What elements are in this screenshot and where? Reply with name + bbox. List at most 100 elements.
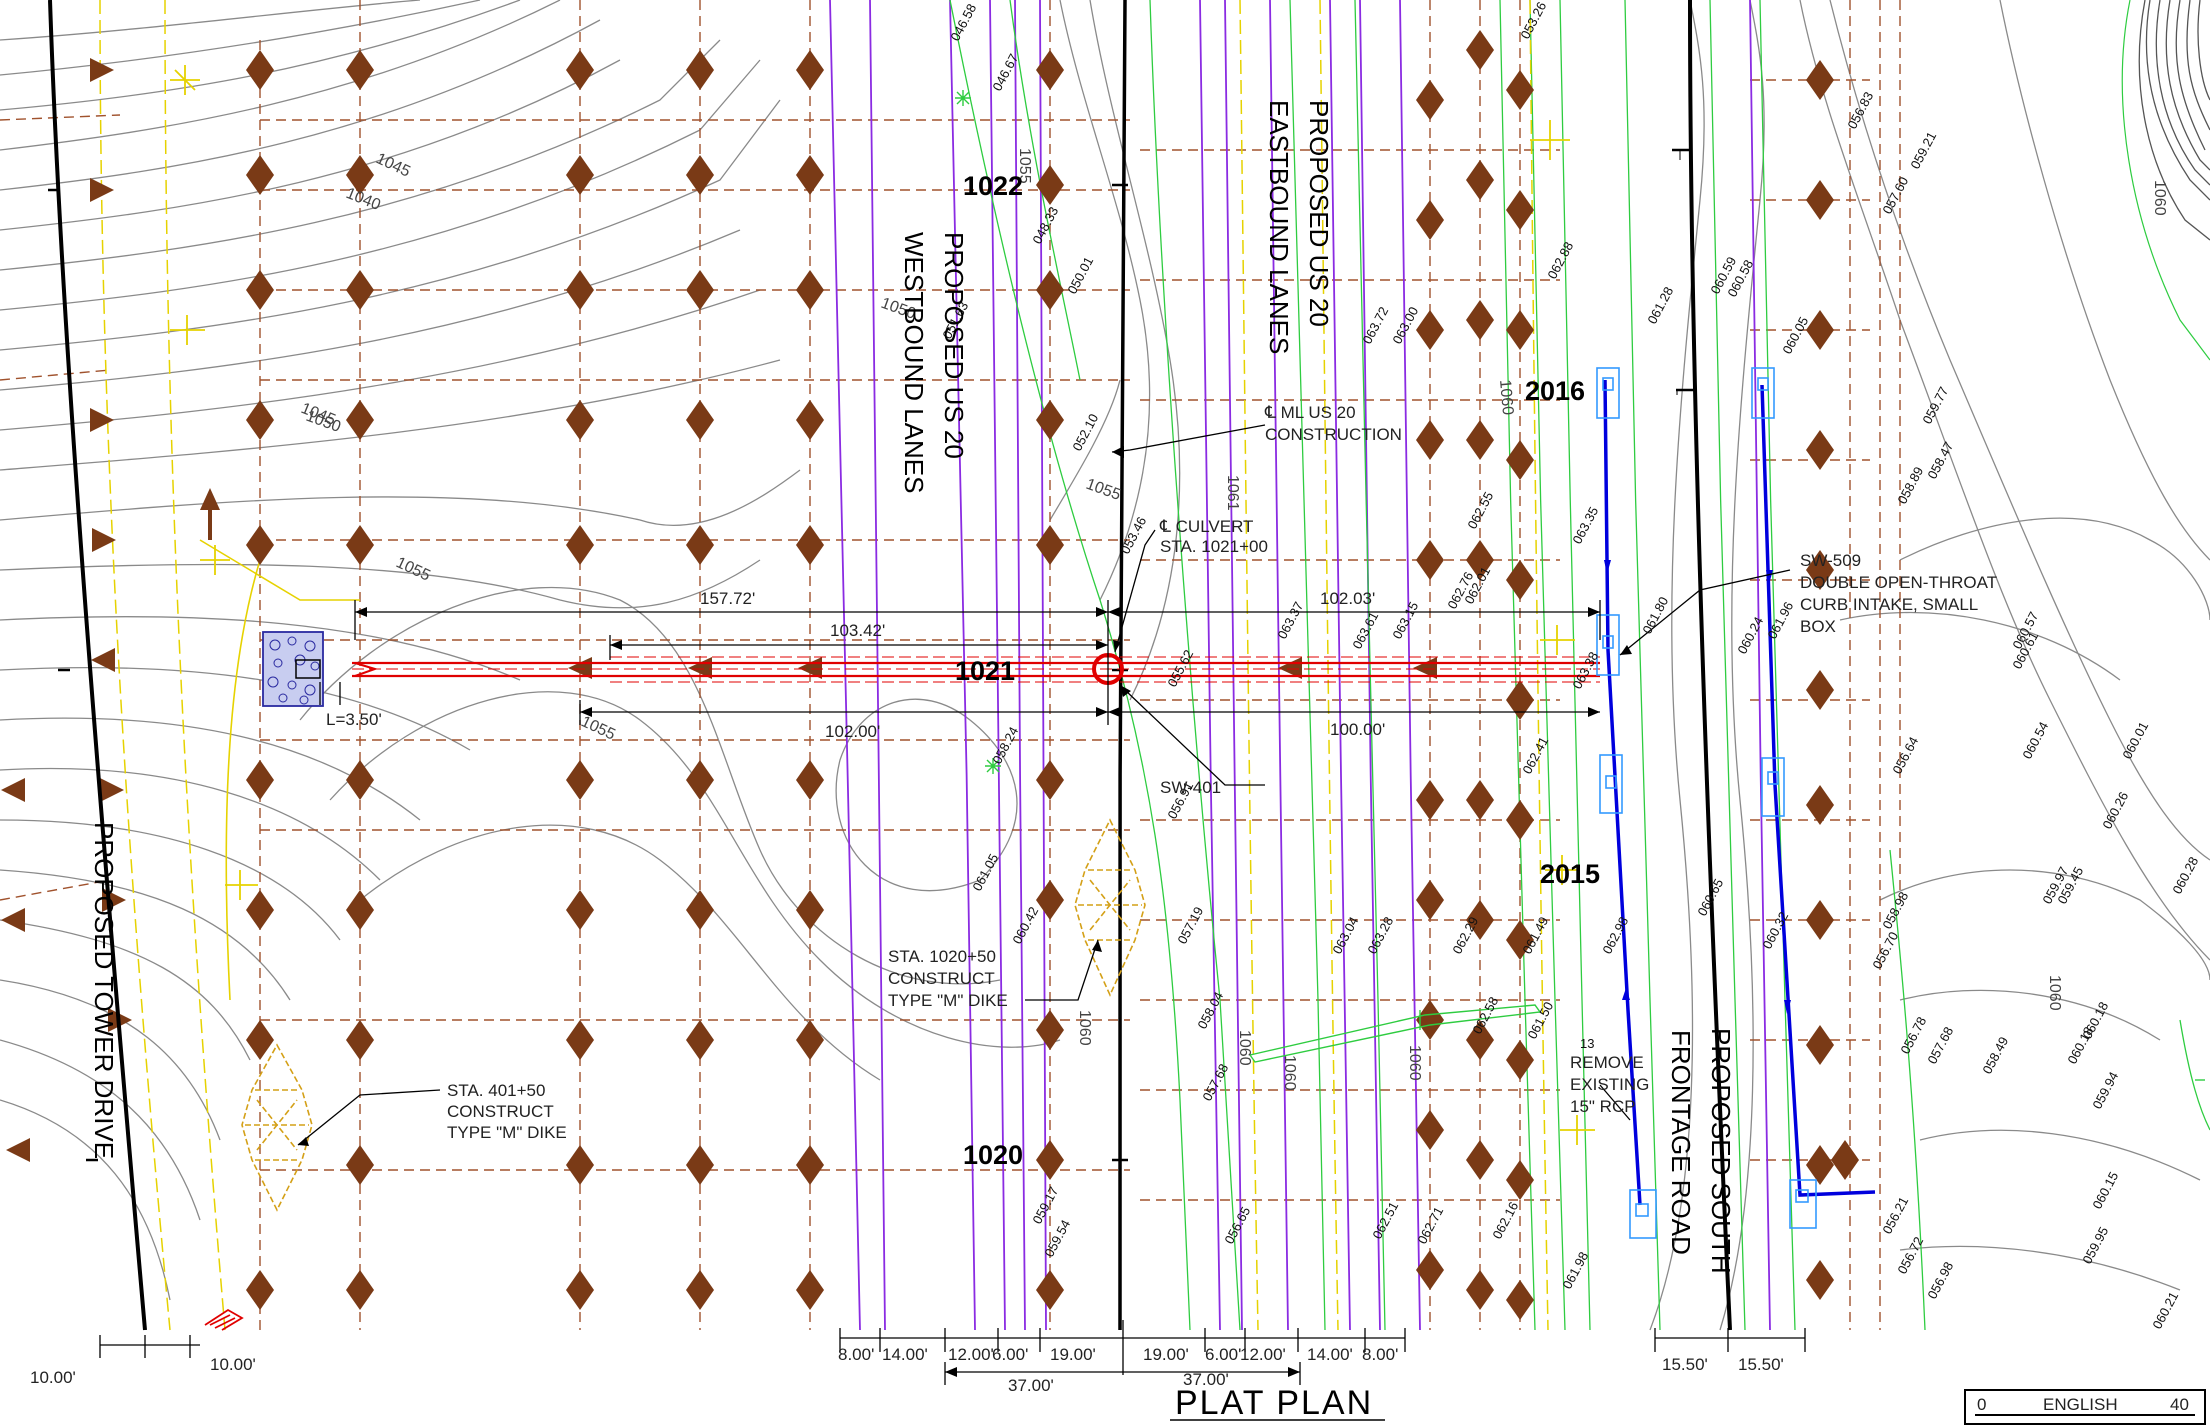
spot-elevation: 060.21 [2149,1289,2181,1331]
spot-elevation: 059.95 [2079,1224,2111,1266]
spot-elevation: 059.21 [1907,129,1939,171]
spot-elevation: 059.94 [2089,1069,2121,1111]
limit-triangle [566,400,594,440]
limit-triangle [1416,1000,1444,1040]
dike-401-label-3: TYPE "M" DIKE [447,1123,567,1142]
remove-rcp-label-3: 15" RCP [1570,1097,1636,1116]
limit-triangle [6,1138,30,1162]
limit-triangle [1506,1040,1534,1080]
spot-elevation: 056.98 [1924,1259,1956,1301]
contour-label: 1060 [2151,180,2168,216]
riprap-pad [262,631,324,707]
station-2016: 2016 [1525,376,1585,406]
spot-elevation: 062.29 [1449,914,1481,956]
tower-drive-label: PROPOSED TOWER DRIVE [89,822,119,1159]
spot-elevation: 061.28 [1644,284,1676,326]
spot-elevation: 057.60 [1879,174,1911,216]
limit-triangle [1416,540,1444,580]
contour-label: 1060 [2046,975,2063,1011]
dim-100-00: 100.00' [1330,720,1385,739]
spot-elevation: 058.24 [989,724,1021,766]
limit-triangle [686,890,714,930]
red-hatch [204,1308,244,1331]
spot-elevation: 063.37 [1274,599,1306,641]
spot-elevation: 056.64 [1889,734,1921,776]
sw509-label-2: DOUBLE OPEN-THROAT [1800,573,1997,592]
limit-triangle [566,50,594,90]
limit-triangle [90,58,114,82]
dim-frontage-right: 15.50' [1738,1355,1784,1374]
frontage-road-label-2: FRONTAGE ROAD [1666,1030,1696,1255]
wb-road-label-2: WESTBOUND LANES [899,232,929,494]
spot-elevation: 061.05 [969,851,1001,893]
centerlines [48,0,1732,1331]
existing-contours [0,0,2210,1331]
spot-elevation: 057.68 [1924,1024,1956,1066]
spot-elevation: 053.26 [1517,0,1549,41]
limit-triangle [346,1020,374,1060]
contour-label: 1045 [373,150,413,180]
limit-triangle [1806,60,1834,100]
contour-label: 1055 [393,554,433,584]
spot-elevation: 060.24 [1734,614,1766,656]
dim-tower-right: 10.00' [210,1355,256,1374]
limit-triangle [1831,1140,1859,1180]
limit-triangle [1036,50,1064,90]
limit-triangle [1416,1250,1444,1290]
dim-left-12: 12.00' [948,1345,994,1364]
spot-elevation: 059.17 [1029,1184,1061,1226]
limit-triangle [1,778,25,802]
spot-elevation: 060.54 [2019,719,2051,761]
limit-triangle [246,760,274,800]
limit-triangle [1506,70,1534,110]
existing-rcp [1248,1004,1542,1063]
contour-label: 1061 [1224,475,1241,511]
limit-triangle [1806,670,1834,710]
ml-construction-label-1: ℄ ML US 20 [1264,403,1356,422]
limit-triangle [796,1270,824,1310]
limit-triangle [246,1270,274,1310]
dim-right-6: 6.00' [1205,1345,1241,1364]
spot-elevation: 056.83 [1844,89,1876,131]
limit-triangle [346,760,374,800]
limit-triangle [1806,785,1834,825]
limit-triangle [796,400,824,440]
steep-slope-contours [2138,0,2210,241]
spot-elevation: 061.98 [1559,1249,1591,1291]
limit-triangle [1416,880,1444,920]
limit-triangle [246,525,274,565]
yellow-solid-lines [199,539,360,1001]
limit-markers [1,30,1859,1320]
limit-triangle [91,648,115,672]
limit-triangle [686,1145,714,1185]
limit-triangle [1806,1145,1834,1185]
type-m-dike-1020 [1074,818,1146,997]
spot-elevations: 046.58046.67048.33050.01051.63052.10053.… [939,0,2201,1331]
limit-triangle [566,890,594,930]
spot-elevation: 056.21 [1879,1194,1911,1236]
wb-road-label-1: PROPOSED US 20 [939,232,969,459]
contour-label: 1060 [1406,1045,1423,1081]
spot-elevation: 050.01 [1064,254,1096,296]
limit-triangle [796,155,824,195]
limit-triangle [246,400,274,440]
spot-elevation: 056.78 [1897,1014,1929,1056]
spot-elevation: 057.19 [1174,904,1206,946]
spot-elevation: 062.88 [1544,239,1576,281]
contour-label: 1060 [1236,1030,1253,1066]
limit-triangle [566,270,594,310]
dim-frontage-left: 15.50' [1662,1355,1708,1374]
dim-left-19: 19.00' [1050,1345,1096,1364]
spot-elevation: 062.98 [1599,914,1631,956]
limit-triangle [1466,300,1494,340]
limit-triangle [246,50,274,90]
limit-triangle [1806,1260,1834,1300]
spot-elevation: 062.51 [1369,1199,1401,1241]
limit-triangle [686,50,714,90]
limit-triangle [1466,1270,1494,1310]
limit-triangle [1036,1140,1064,1180]
spot-elevation: 059.77 [1919,384,1951,426]
limit-triangle [1506,680,1534,720]
culvert-label-2: STA. 1021+00 [1160,537,1268,556]
